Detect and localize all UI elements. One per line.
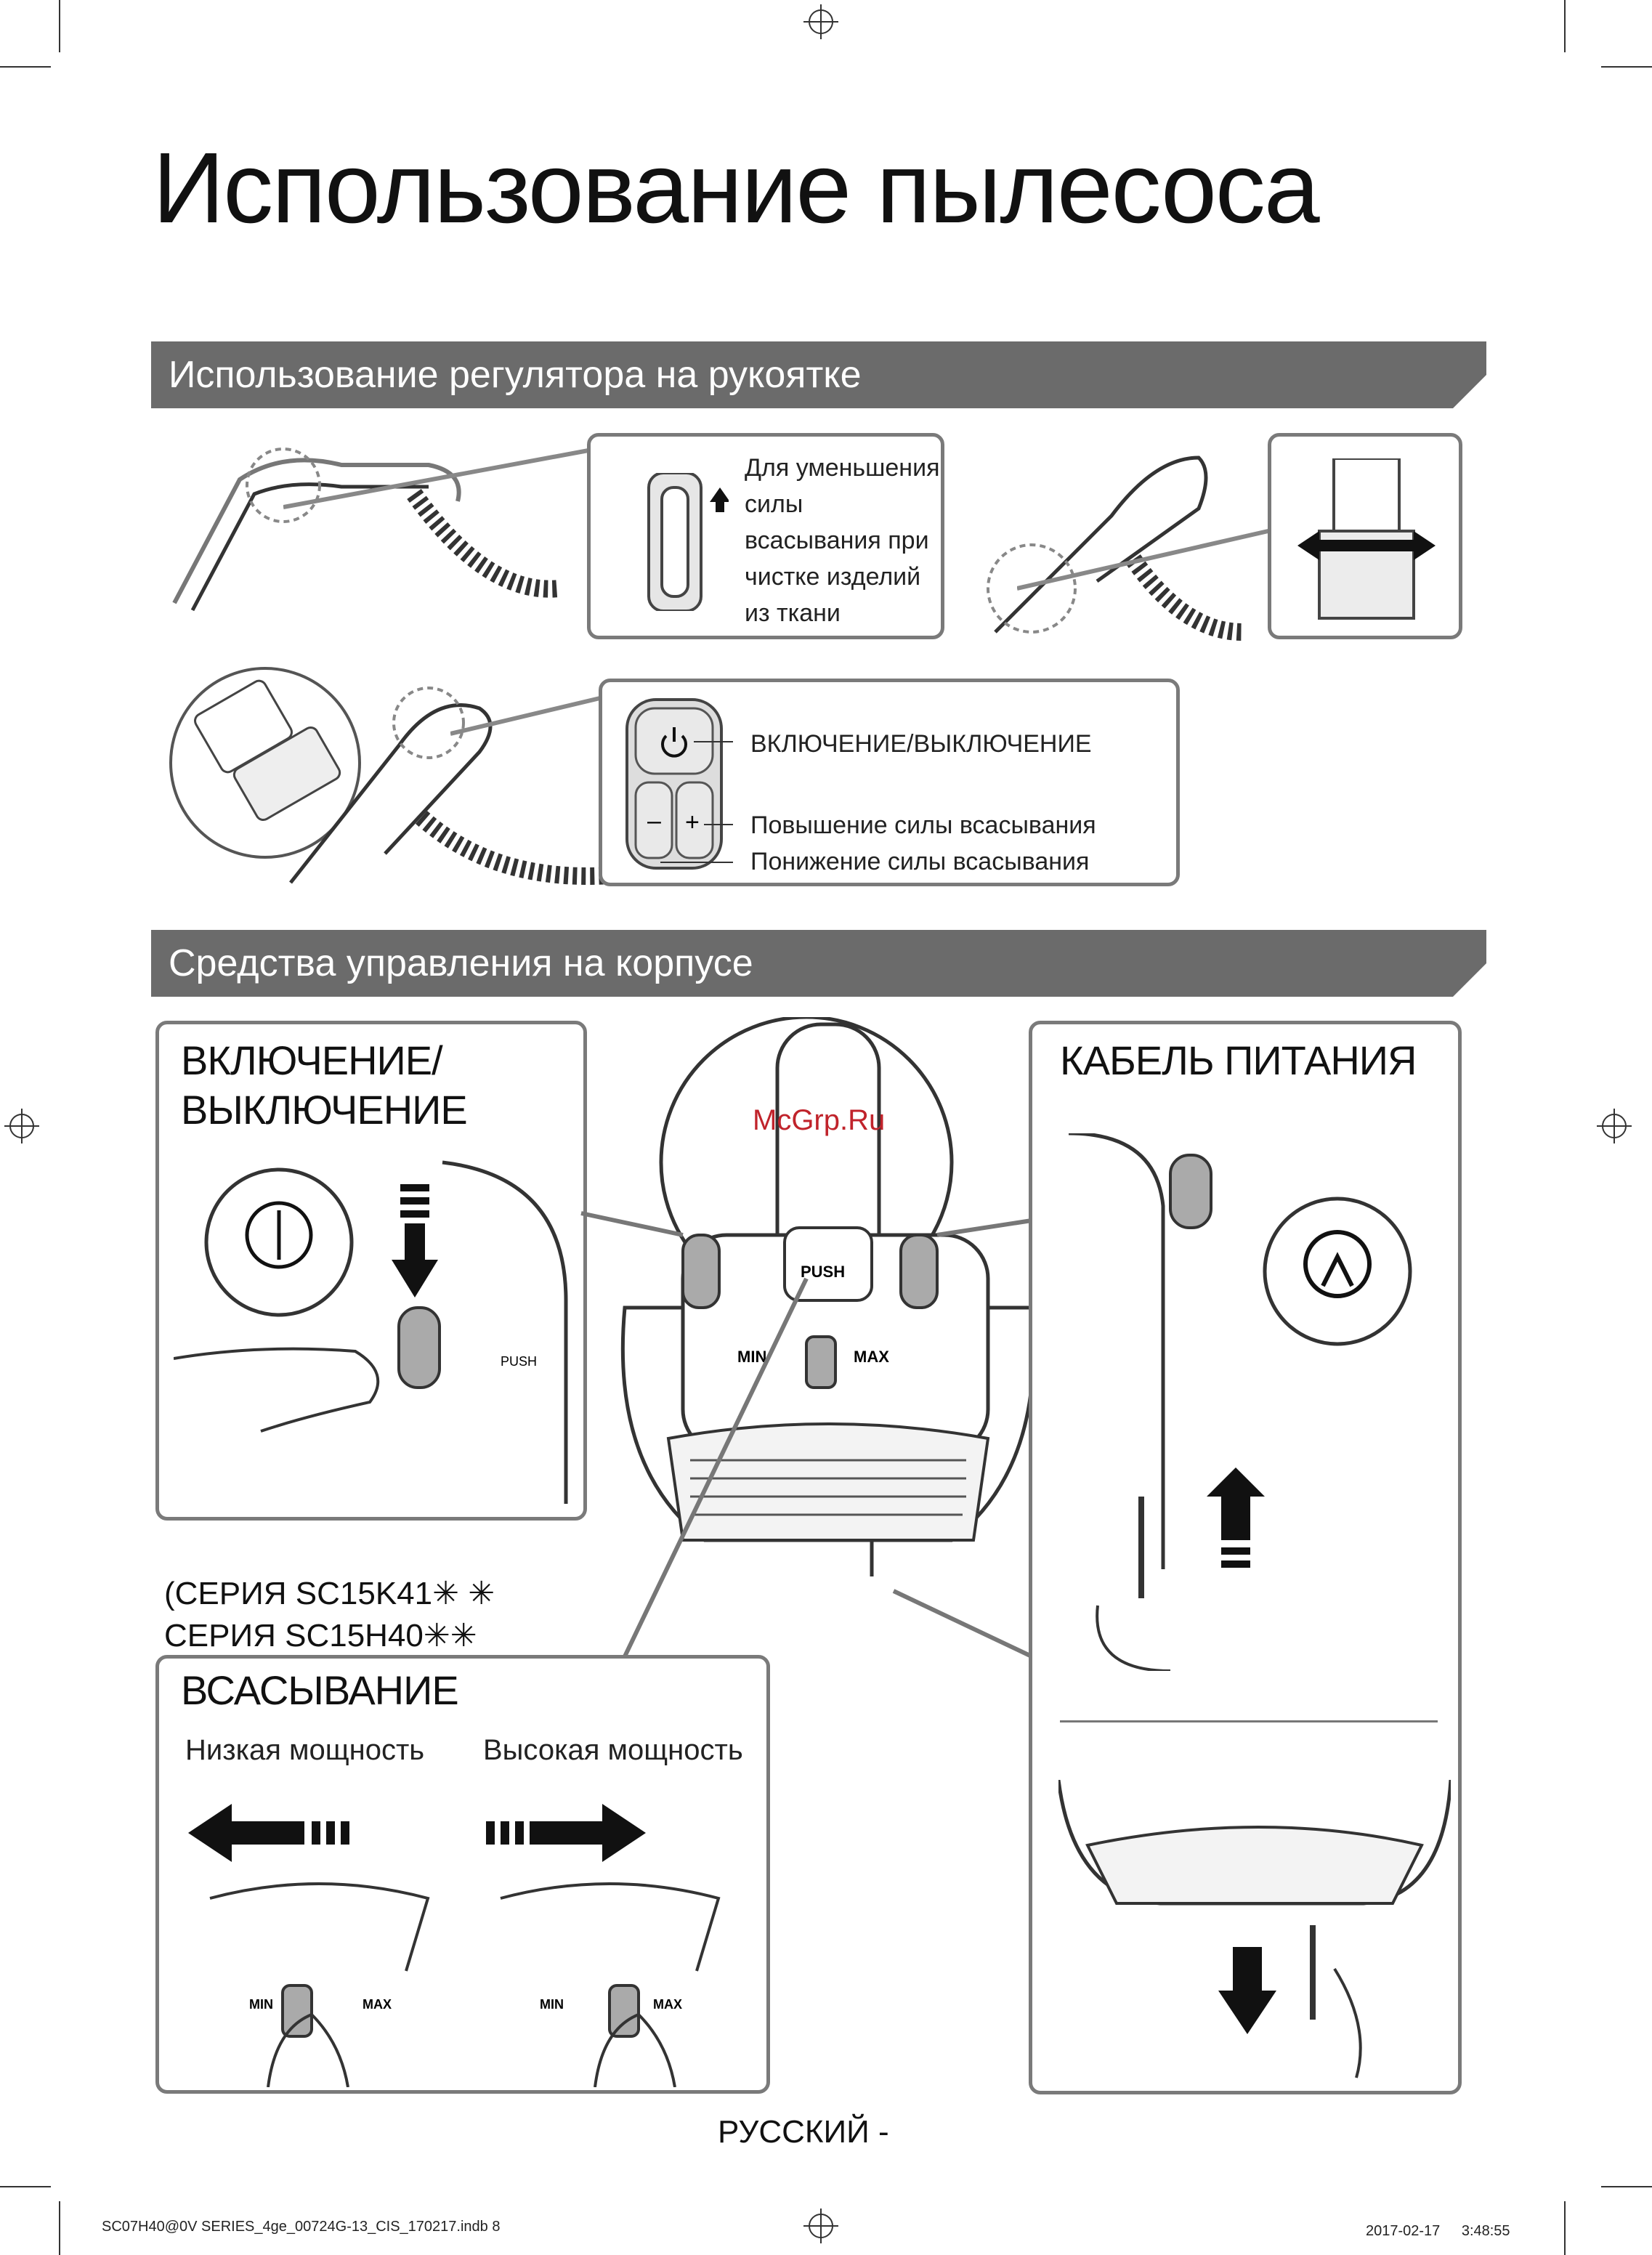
page-footer: РУССКИЙ -: [718, 2114, 889, 2150]
watermark: McGrp.Ru: [753, 1104, 886, 1136]
handle-illustration-2: [987, 456, 1242, 641]
min-label-center: MIN: [737, 1348, 766, 1366]
callout-line-1: [283, 448, 589, 509]
callout-line-2: [1017, 528, 1272, 591]
onoff-title-line2: ВЫКЛЮЧЕНИЕ: [181, 1087, 468, 1133]
section-heading-handle: Использование регулятора на рукоятке: [151, 341, 1486, 408]
series-line1: (СЕРИЯ SC15K41✳ ✳: [164, 1576, 495, 1611]
handle-illustration: [172, 448, 559, 612]
onoff-panel: ВКЛЮЧЕНИЕ/ ВЫКЛЮЧЕНИЕ PUSH: [155, 1021, 587, 1521]
decrease-callout: Понижение силы всасывания: [750, 848, 1090, 875]
high-power-illustration: MIN MAX: [486, 1804, 721, 2087]
low-power-label: Низкая мощность: [185, 1734, 425, 1766]
slider-callout-text: Для уменьшения силы всасывания при чистк…: [745, 454, 940, 627]
print-file-info: SC07H40@0V SERIES_4ge_00724G-13_CIS_1702…: [102, 2219, 501, 2235]
suction-panel: ВСАСЫВАНИЕ Низкая мощность Высокая мощно…: [155, 1655, 770, 2094]
increase-callout: Повышение силы всасывания: [750, 811, 1096, 839]
vacuum-body-illustration: PUSH MIN MAX: [620, 1017, 1036, 1576]
max-label-high: MAX: [653, 1997, 682, 2012]
push-label: PUSH: [501, 1354, 537, 1369]
cable-panel: КАБЕЛЬ ПИТАНИЯ: [1029, 1021, 1462, 2094]
tube-adjust-icon: [1297, 458, 1436, 620]
minus-sign: –: [647, 807, 661, 835]
suction-title: ВСАСЫВАНИЕ: [181, 1667, 459, 1713]
max-label-low: MAX: [363, 1997, 392, 2012]
remote-buttons-icon: – +: [625, 698, 733, 870]
print-timestamp: 2017-02-17 ﾠ 3:48:55: [1366, 2223, 1510, 2239]
power-symbol-icon: [245, 1201, 313, 1269]
buttons-callout-panel: – + ВКЛЮЧЕНИЕ/ВЫКЛЮЧЕНИЕ Повышение силы …: [599, 679, 1180, 886]
cable-title: КАБЕЛЬ ПИТАНИЯ: [1060, 1037, 1417, 1083]
high-power-label: Высокая мощность: [483, 1734, 743, 1766]
slider-callout-panel: Для уменьшения силы всасывания при чистк…: [587, 433, 944, 639]
power-icon: [661, 727, 687, 758]
max-label-center: MAX: [854, 1348, 889, 1366]
remote-handle-illustration: [169, 667, 610, 885]
plus-sign: +: [685, 809, 700, 836]
push-label-center: PUSH: [801, 1263, 845, 1281]
cable-divider: [1060, 1720, 1438, 1722]
onoff-illustration: PUSH: [174, 1160, 568, 1504]
low-power-illustration: MIN MAX: [188, 1804, 430, 2087]
page-title: Использование пылесоса: [153, 132, 1320, 244]
callout-line-3: [450, 695, 604, 736]
cord-rewind-icon: [1303, 1230, 1372, 1298]
min-label-low: MIN: [249, 1997, 273, 2012]
tube-detail-panel: [1268, 433, 1462, 639]
cable-retract-illustration: [1058, 1780, 1451, 2078]
onoff-title-line1: ВКЛЮЧЕНИЕ/: [181, 1037, 443, 1083]
connector-lines: [580, 1211, 1033, 1659]
series-line2: СЕРИЯ SC15H40✳✳: [164, 1618, 477, 1653]
power-callout: ВКЛЮЧЕНИЕ/ВЫКЛЮЧЕНИЕ: [750, 730, 1092, 758]
min-label-high: MIN: [540, 1997, 564, 2012]
cable-illustration: [1069, 1133, 1412, 1671]
section-heading-body: Средства управления на корпусе: [151, 930, 1486, 997]
suction-slider-icon: [647, 473, 729, 611]
